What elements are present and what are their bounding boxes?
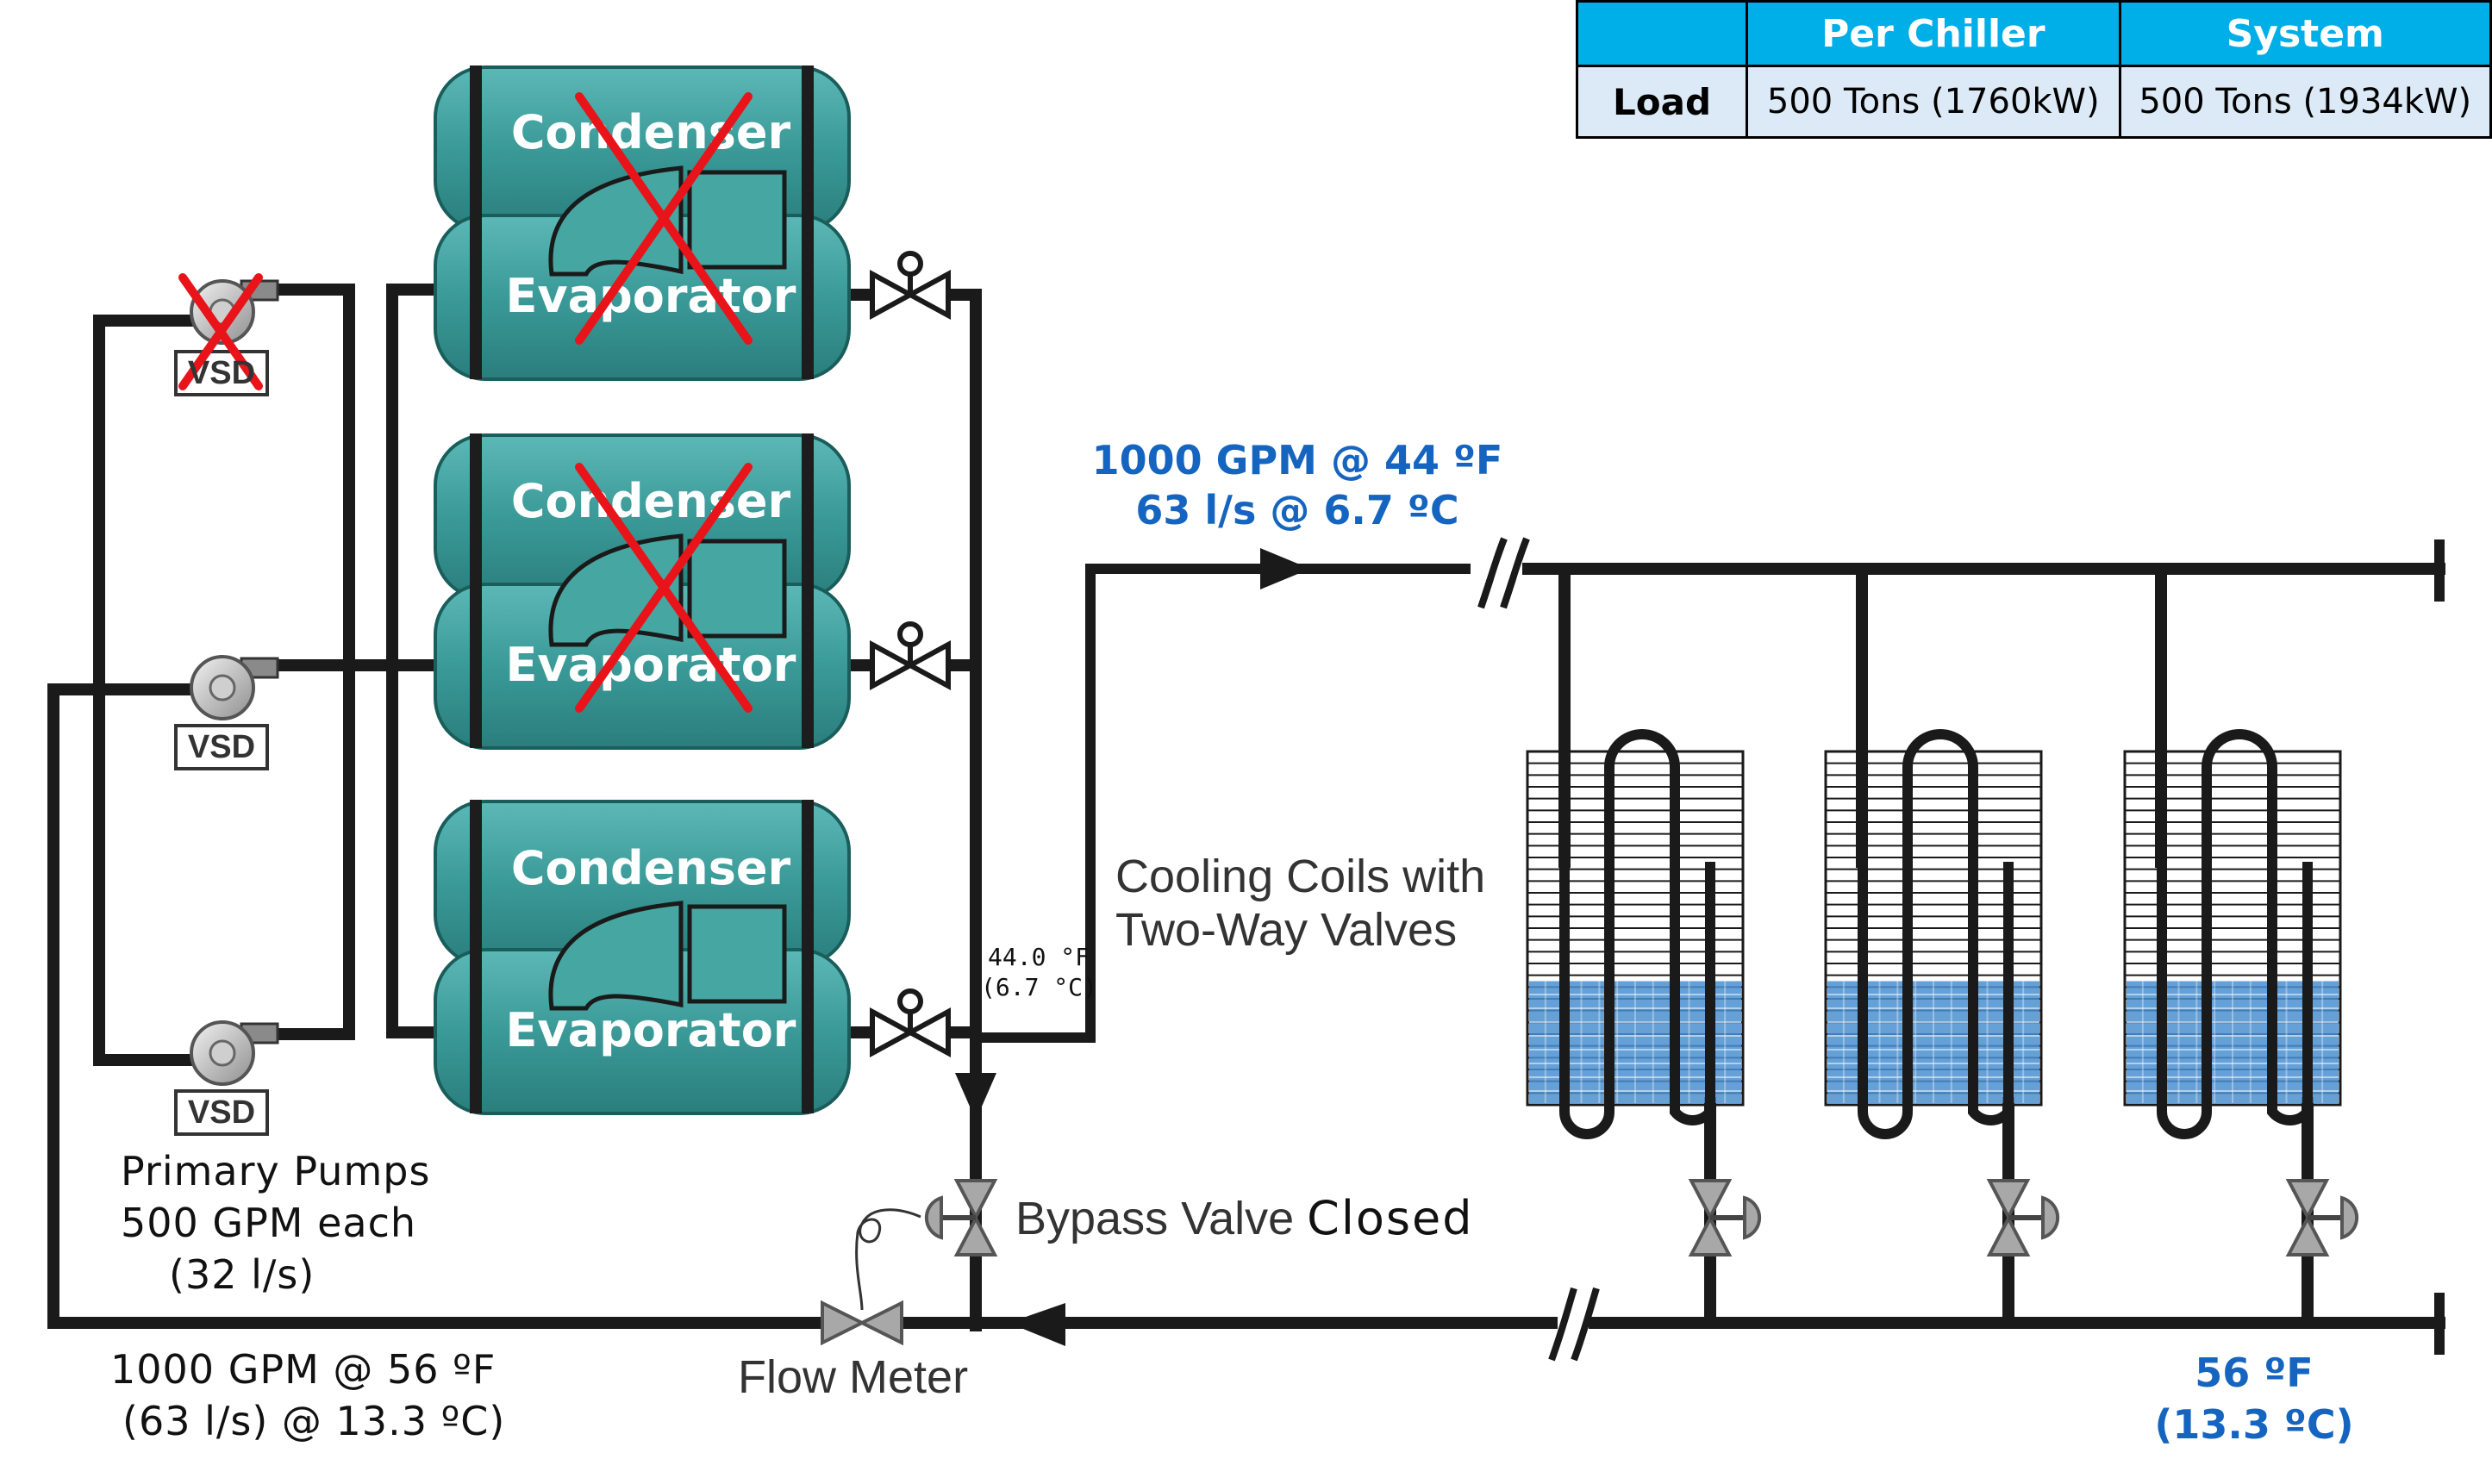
chiller-3-evaporator-label: Evaporator xyxy=(505,1003,796,1057)
chiller-2-disabled-cross-icon xyxy=(575,463,753,713)
cooling-coils-caption: Cooling Coils with Two-Way Valves xyxy=(1115,850,1485,957)
primary-pumps-line-2: 500 GPM each xyxy=(121,1199,417,1246)
pump-1-disabled-cross-icon xyxy=(178,273,263,390)
load-per-chiller-value: 500 Tons (1760kW) xyxy=(1746,65,2121,139)
chiller-1-isolation-valve[interactable] xyxy=(870,251,951,321)
vsd-badge-2 xyxy=(174,724,269,770)
load-table-header-system: System xyxy=(2118,0,2492,67)
cooling-coil-1 xyxy=(1526,729,1745,1139)
supply-flow-callout: 1000 GPM @ 44 ºF 63 l/s @ 6.7 ºC xyxy=(1090,436,1504,535)
load-table-header-per-chiller: Per Chiller xyxy=(1746,0,2121,67)
supply-flow-line-2: 63 l/s @ 6.7 ºC xyxy=(1135,486,1459,533)
supply-flow-line-1: 1000 GPM @ 44 ºF xyxy=(1091,437,1503,483)
cooling-coil-3 xyxy=(2123,729,2342,1139)
flow-meter[interactable] xyxy=(821,1300,903,1346)
primary-pump-3[interactable] xyxy=(174,1020,279,1136)
vsd-label-2: VSD xyxy=(187,729,256,765)
chiller-2-condenser-label: Condenser xyxy=(510,474,791,528)
chiller-3-condenser-label: Condenser xyxy=(510,841,791,895)
coil-1-tube xyxy=(1559,729,1715,1139)
return-flow-callout: 1000 GPM @ 56 ºF (63 l/s) @ 13.3 ºC) xyxy=(105,1344,505,1448)
return-end-cap xyxy=(2434,1293,2445,1355)
return-flow-arrow xyxy=(1009,1303,1065,1346)
chiller-1-disabled-cross-icon xyxy=(575,92,753,345)
load-system-value: 500 Tons (1934kW) xyxy=(2118,65,2492,139)
outlet-temp-line-2: (6.7 °C) xyxy=(981,973,1097,1001)
bypass-valve-state: Closed xyxy=(1307,1191,1474,1245)
return-flow-line-2: (63 l/s) @ 13.3 ºC) xyxy=(122,1397,506,1444)
chiller-3 xyxy=(434,800,851,1115)
return-break-symbol xyxy=(1548,1287,1600,1362)
load-table-header-row: Per Chiller System xyxy=(1575,0,2492,67)
vsd-badge-3 xyxy=(174,1089,269,1136)
bypass-valve-caption: Bypass Valve Closed xyxy=(1015,1189,1474,1249)
coil-1-two-way-valve[interactable] xyxy=(1688,1179,1762,1256)
primary-pumps-line-1: Primary Pumps xyxy=(121,1148,431,1194)
compressor-motor xyxy=(687,904,787,1004)
coil-return-temp-callout: 56 ºF (13.3 ºC) xyxy=(2146,1348,2362,1451)
chiller-1-evaporator-label: Evaporator xyxy=(505,269,796,323)
return-main xyxy=(47,683,829,1329)
bypass-valve[interactable] xyxy=(924,1179,998,1256)
cooling-coils-line-1: Cooling Coils with xyxy=(1115,851,1486,902)
primary-pumps-line-3: (32 l/s) xyxy=(169,1250,315,1298)
primary-pumps-caption: Primary Pumps 500 GPM each (32 l/s) xyxy=(103,1146,430,1300)
chiller-3-isolation-valve[interactable] xyxy=(870,988,951,1058)
vsd-label-3: VSD xyxy=(187,1094,256,1131)
chiller-1-condenser-label: Condenser xyxy=(510,105,791,159)
supply-end-cap xyxy=(2434,539,2445,602)
load-table: Per Chiller System Load 500 Tons (1760kW… xyxy=(1575,0,2492,139)
chiller-outlet-temp-callout: 44.0 °F (6.7 °C) xyxy=(981,942,1097,1002)
cooling-coils xyxy=(1526,729,2359,1256)
coil-3-tube xyxy=(2157,729,2313,1139)
compressor-motor xyxy=(687,539,787,639)
chiller-2-isolation-valve[interactable] xyxy=(870,621,951,691)
bypass-flow-arrow xyxy=(955,1073,996,1120)
cooling-coil-2 xyxy=(1824,729,2043,1139)
load-row-label: Load xyxy=(1575,65,1749,139)
bypass-valve-label: Bypass Valve xyxy=(1015,1193,1295,1244)
coil-2-tube xyxy=(1858,729,2014,1139)
pump-suction-header xyxy=(93,315,197,1066)
bypass-actuator-signal-line xyxy=(855,1208,921,1311)
coil-return-temp-line-1: 56 ºF xyxy=(2195,1350,2314,1396)
primary-pump-2[interactable] xyxy=(174,655,279,770)
outlet-temp-line-1: 44.0 °F xyxy=(988,943,1090,971)
coil-2-two-way-valve[interactable] xyxy=(1986,1179,2060,1256)
return-flow-line-1: 1000 GPM @ 56 ºF xyxy=(110,1346,497,1393)
compressor-volute xyxy=(548,901,684,1011)
chiller-2-evaporator-label: Evaporator xyxy=(505,638,796,692)
cooling-coils-line-2: Two-Way Valves xyxy=(1115,904,1458,957)
load-table-header-blank xyxy=(1575,0,1749,67)
vsd-label-1: VSD xyxy=(187,355,256,391)
compressor-motor xyxy=(687,170,787,270)
primary-pump-1[interactable] xyxy=(174,279,279,396)
supply-flow-arrow xyxy=(1260,548,1310,589)
flow-meter-caption: Flow Meter xyxy=(738,1351,969,1403)
coil-return-temp-line-2: (13.3 ºC) xyxy=(2154,1400,2354,1448)
load-table-row: Load 500 Tons (1760kW) 500 Tons (1934kW) xyxy=(1575,65,2492,139)
coil-3-two-way-valve[interactable] xyxy=(2285,1179,2359,1256)
